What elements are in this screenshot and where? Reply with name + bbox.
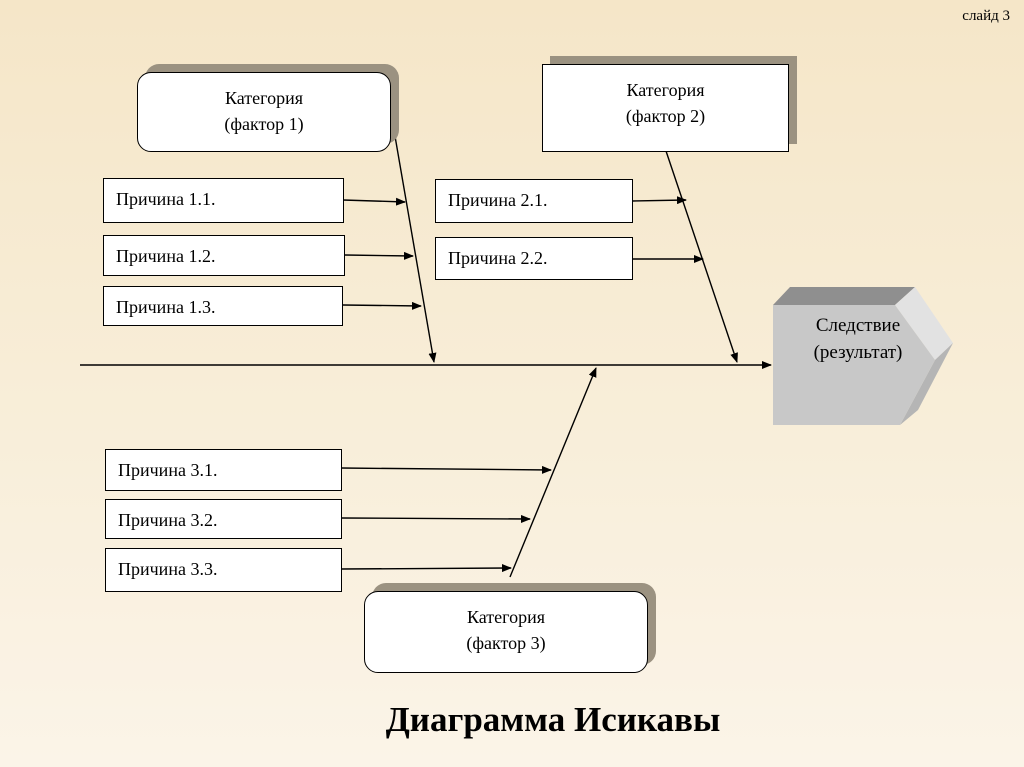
category-1-box: Категория (фактор 1)	[137, 72, 391, 152]
arrow-1-1	[342, 197, 406, 206]
category-2-line1: Категория	[626, 80, 705, 100]
cause-3-3: Причина 3.3.	[105, 548, 342, 592]
category-3-line1: Категория	[467, 607, 545, 627]
effect-label: Следствие (результат)	[773, 312, 943, 366]
arrow-3-3	[340, 564, 512, 573]
arrow-1-3	[342, 301, 422, 310]
category-3-box: Категория (фактор 3)	[364, 591, 648, 673]
bone-2	[665, 150, 738, 363]
cause-1-1: Причина 1.1.	[103, 178, 344, 223]
bone-1	[390, 112, 437, 363]
cause-2-2: Причина 2.2.	[435, 237, 633, 280]
arrow-2-1	[631, 196, 687, 205]
bone-3	[509, 367, 597, 578]
effect-line1: Следствие	[815, 315, 901, 336]
arrow-3-2	[340, 514, 531, 523]
cause-1-2: Причина 1.2.	[103, 235, 345, 276]
cause-3-1: Причина 3.1.	[105, 449, 342, 491]
category-2-line2: (фактор 2)	[625, 106, 706, 126]
effect-line2: (результат)	[813, 342, 903, 363]
diagram-title: Диаграмма Исикавы	[385, 700, 721, 739]
arrow-1-2	[344, 251, 414, 260]
slide-number: слайд 3	[962, 8, 1010, 24]
category-1-line2: (фактор 1)	[224, 114, 304, 134]
cause-3-2: Причина 3.2.	[105, 499, 342, 539]
effect-shape	[773, 287, 953, 425]
cause-2-1: Причина 2.1.	[435, 179, 633, 223]
cause-1-3: Причина 1.3.	[103, 286, 343, 326]
category-3-line2: (фактор 3)	[466, 633, 546, 653]
arrow-3-1	[340, 465, 552, 474]
category-1-line1: Категория	[225, 88, 303, 108]
category-2-box: Категория (фактор 2)	[542, 64, 789, 152]
